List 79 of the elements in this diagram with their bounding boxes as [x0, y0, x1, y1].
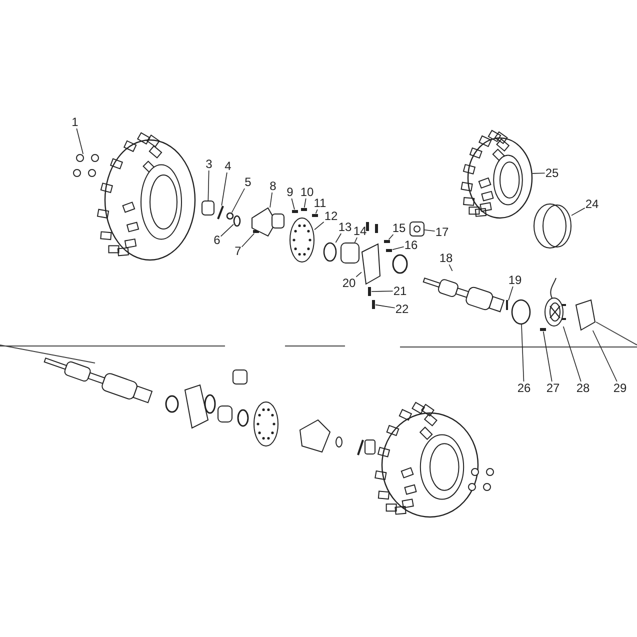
leader-line [448, 264, 453, 272]
bolt [372, 300, 375, 309]
cover-plate-drawing [575, 299, 596, 331]
rim-drawing [534, 204, 572, 248]
callout-number: 8 [270, 180, 276, 192]
washer [233, 215, 241, 227]
leader-line [270, 192, 272, 208]
leader-line [392, 246, 404, 250]
bolt [386, 249, 392, 252]
leader-line [532, 172, 546, 174]
callout-number: 16 [404, 239, 418, 251]
leader-line [375, 304, 396, 308]
callout-number: 15 [392, 222, 406, 234]
callout-number: 7 [234, 245, 242, 257]
leader-line [542, 331, 552, 382]
callout-number: 28 [576, 382, 590, 394]
leader-line [208, 170, 210, 201]
callout-number: 20 [342, 277, 356, 289]
callout-number: 26 [517, 382, 531, 394]
callout-number: 11 [314, 197, 326, 209]
leader-line [592, 330, 618, 382]
leader-line [571, 208, 586, 216]
brake-caliper-drawing [410, 222, 424, 236]
tire-drawing [460, 130, 533, 219]
callout-number: 14 [353, 225, 367, 237]
leader-line [388, 234, 394, 240]
bolt [384, 240, 390, 243]
brake-disc-drawing [290, 218, 314, 262]
bearing [202, 200, 214, 216]
bolt [301, 208, 307, 211]
callout-number: 21 [393, 285, 407, 297]
bolt [540, 328, 546, 331]
steering-knuckle-drawing [361, 243, 381, 285]
leader-line [371, 290, 394, 292]
drive-shaft-drawing [422, 277, 505, 312]
wheel-nuts-drawing [73, 154, 99, 177]
callout-number: 12 [324, 210, 338, 222]
bolt [292, 210, 298, 213]
callout-number: 17 [435, 226, 449, 238]
leader-line [231, 188, 245, 213]
callout-number: 1 [72, 116, 78, 128]
callout-number: 3 [206, 158, 212, 170]
callout-number: 10 [300, 186, 314, 198]
brake-drum-drawing [544, 278, 566, 326]
bolt [368, 287, 371, 296]
leader-line [562, 326, 582, 382]
callout-number: 5 [244, 176, 252, 188]
callout-number: 9 [286, 186, 294, 198]
callout-number: 27 [546, 382, 560, 394]
leader-line [221, 172, 228, 206]
leader-line [220, 224, 234, 237]
cotter-pin-drawing [217, 206, 224, 220]
nut [226, 212, 234, 220]
leader-line [356, 272, 362, 278]
leader-line [335, 233, 342, 243]
callout-number: 6 [214, 234, 220, 246]
leader-line [304, 198, 306, 208]
callout-number: 29 [613, 382, 627, 394]
leader-line [354, 237, 358, 243]
bearing [340, 242, 360, 264]
bolt [312, 214, 318, 217]
callout-number: 22 [395, 303, 409, 315]
callout-number: 4 [224, 160, 232, 172]
hub-drawing [252, 207, 284, 237]
callout-number: 13 [338, 221, 352, 233]
leader-line [508, 286, 514, 301]
leader-line [521, 324, 524, 382]
leader-line [314, 222, 324, 230]
callout-number: 24 [585, 198, 599, 210]
leader-line [76, 128, 84, 154]
circlip [323, 242, 337, 262]
leader-line [241, 233, 255, 248]
callout-number: 18 [439, 252, 453, 264]
callout-number: 19 [508, 274, 522, 286]
leader-line [291, 198, 295, 210]
leader-line [424, 230, 436, 232]
leader-line [315, 209, 318, 214]
callout-number: 25 [545, 167, 559, 179]
ring [511, 299, 531, 325]
